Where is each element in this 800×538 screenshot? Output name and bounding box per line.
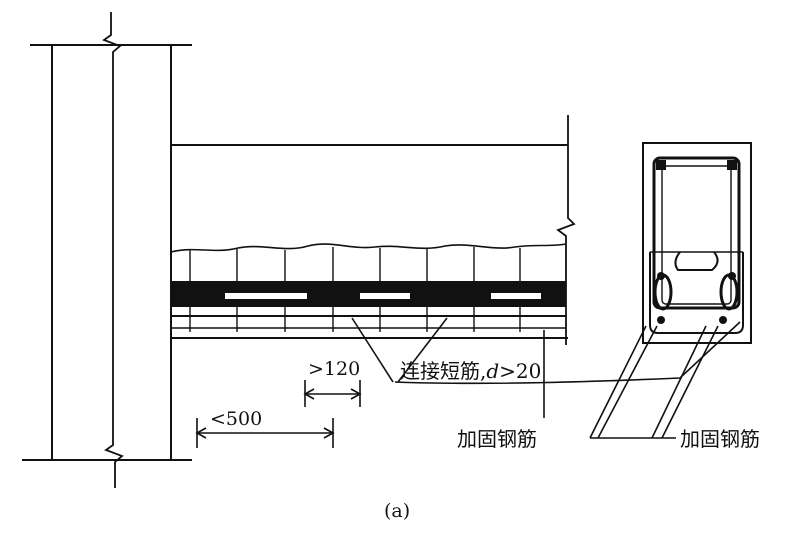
dimension-500 xyxy=(195,418,335,448)
connector-bar-variable: d xyxy=(486,359,499,383)
cross-section xyxy=(642,142,752,344)
dimension-120-label: >120 xyxy=(308,358,360,380)
connector-bar-prefix: 连接短筋, xyxy=(400,359,486,383)
dimension-500-label: <500 xyxy=(210,408,262,430)
reinforcement-label-beam: 加固钢筋 xyxy=(457,427,537,451)
column xyxy=(22,12,192,488)
beam xyxy=(170,115,576,345)
figure-caption: (a) xyxy=(384,500,410,522)
leaders xyxy=(351,317,741,439)
reinforcement-label-section: 加固钢筋 xyxy=(680,427,760,451)
connector-bar-label: 连接短筋,d>20 xyxy=(400,359,541,383)
section-bars xyxy=(656,160,737,324)
reinforcement-band xyxy=(171,281,566,307)
dimension-120 xyxy=(303,380,362,407)
connector-bar-value: >20 xyxy=(499,359,541,383)
